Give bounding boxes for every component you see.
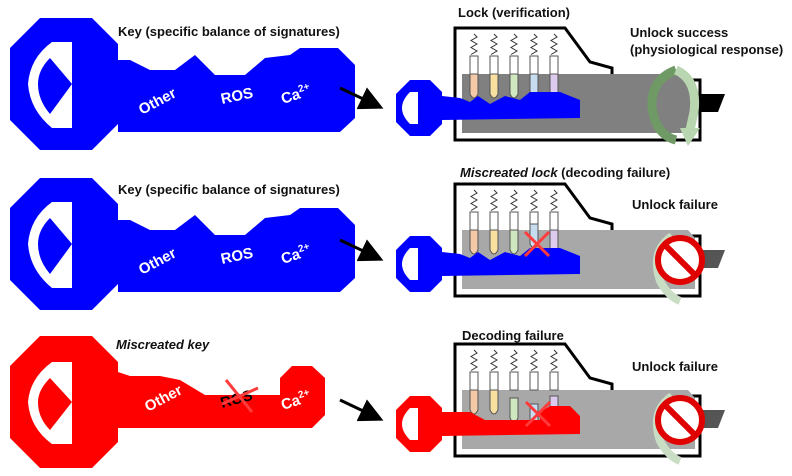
lock-label: Miscreated lock (decoding failure) (460, 165, 670, 180)
key-label: Key (specific balance of signatures) (118, 24, 340, 39)
key-label: Miscreated key (116, 337, 210, 352)
lock (396, 26, 725, 146)
spring-icon (470, 189, 478, 211)
row-success: Key (specific balance of signatures) Oth… (10, 5, 783, 150)
driver-pin (469, 371, 479, 391)
key-pin (509, 397, 519, 423)
spring-icon (510, 349, 518, 371)
prohibited-icon (653, 392, 705, 465)
inserted-key (396, 396, 580, 452)
lock (396, 182, 725, 305)
inserted-key (396, 80, 580, 136)
driver-pin (529, 55, 539, 75)
spring-icon (490, 189, 498, 211)
spring-icon (470, 33, 478, 55)
driver-pin (489, 211, 499, 231)
key-pin (489, 73, 499, 99)
spring-icon (530, 189, 538, 211)
arrow-icon (339, 398, 384, 422)
key-pin (509, 229, 519, 255)
lock-label: Decoding failure (462, 328, 564, 343)
result-sublabel: (physiological response) (630, 42, 783, 57)
spring-icon (470, 349, 478, 371)
lock-label: Lock (verification) (458, 5, 570, 20)
spring-icon (490, 349, 498, 371)
driver-pin (509, 55, 519, 75)
spring-icon (510, 33, 518, 55)
spring-icon (510, 189, 518, 211)
driver-pin (489, 55, 499, 75)
blue-key: Other ROS Ca2+ (10, 178, 355, 310)
spring-icon (490, 33, 498, 55)
signal-ros: ROS (219, 245, 254, 268)
driver-pin (549, 55, 559, 75)
driver-pin (509, 211, 519, 231)
key-pin (509, 73, 519, 99)
driver-pin (509, 371, 519, 391)
result-label: Unlock failure (632, 197, 718, 212)
cross-icon (523, 230, 551, 258)
arrow-icon (339, 86, 384, 110)
key-pin (489, 389, 499, 415)
key-pin (469, 389, 479, 415)
driver-pin (469, 55, 479, 75)
inserted-key (396, 236, 580, 292)
result-label: Unlock failure (632, 359, 718, 374)
driver-pin (469, 211, 479, 231)
driver-pin (549, 371, 559, 391)
result-label: Unlock success (630, 25, 728, 40)
row-miscreated-lock: Key (specific balance of signatures) Oth… (10, 165, 725, 310)
key-pin (469, 73, 479, 99)
arrow-icon (339, 238, 384, 262)
spring-icon (530, 349, 538, 371)
driver-pin (549, 211, 559, 231)
key-pin (469, 229, 479, 255)
cross-icon (524, 400, 552, 428)
driver-pin (529, 371, 539, 391)
prohibited-icon (653, 232, 705, 305)
lock (396, 342, 725, 465)
driver-pin (489, 371, 499, 391)
key-pin (489, 229, 499, 255)
spring-icon (530, 33, 538, 55)
rotation-arrow-icon (647, 65, 700, 146)
signal-ros: ROS (219, 85, 254, 108)
spring-icon (550, 349, 558, 371)
blue-key: Other ROS Ca2+ (10, 18, 355, 150)
spring-icon (550, 33, 558, 55)
cross-icon (221, 379, 259, 413)
red-key: Other ROS Ca2+ (10, 336, 325, 468)
spring-icon (550, 189, 558, 211)
key-label: Key (specific balance of signatures) (118, 182, 340, 197)
row-miscreated-key: Miscreated key Other ROS Ca2+ Decoding f… (10, 328, 725, 468)
